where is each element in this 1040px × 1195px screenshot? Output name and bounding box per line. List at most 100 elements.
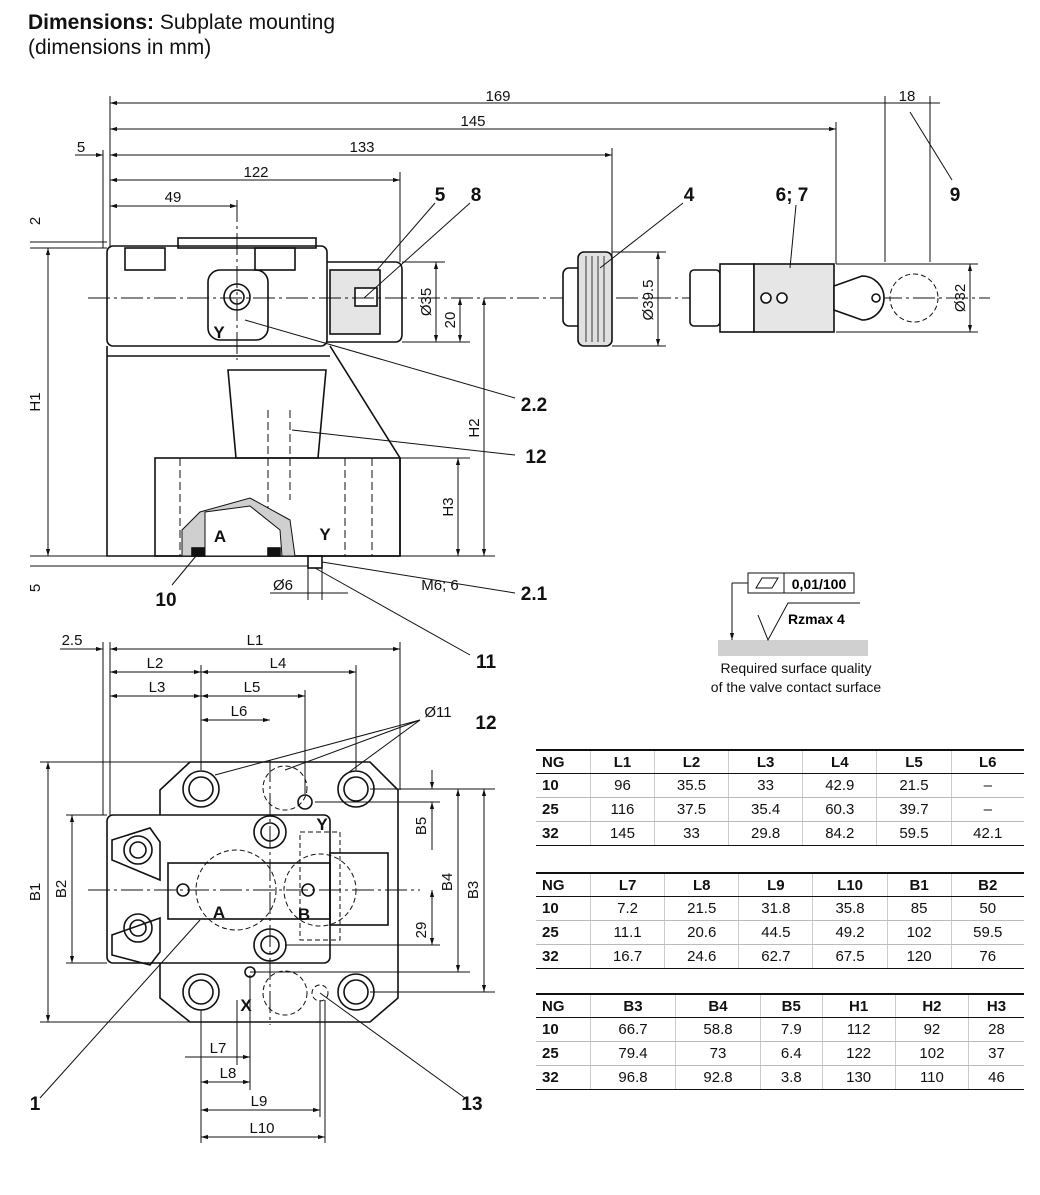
surface-note-1: Required surface quality: [721, 660, 872, 676]
table-cell: 28: [968, 1017, 1024, 1042]
table-cell: 32: [536, 944, 591, 969]
dim-5-bottom: 5: [27, 584, 44, 592]
table-cell: 10: [536, 896, 591, 921]
port-y-section: Y: [319, 525, 331, 544]
table-cell: 11.1: [589, 920, 665, 945]
table-header: NG: [536, 993, 591, 1018]
table-cell: 33: [653, 821, 729, 846]
heading-rest: Subplate mounting: [154, 11, 335, 34]
surface-quality: [718, 572, 868, 656]
knob67-key-hole: [871, 293, 881, 303]
table-header: L6: [950, 749, 1024, 774]
table-cell: 29.8: [728, 821, 803, 846]
table-cell: 102: [886, 920, 952, 945]
dim-b3: B3: [465, 881, 482, 899]
callout-2-2: 2.2: [521, 395, 547, 416]
dim-39-5: Ø39.5: [640, 280, 657, 321]
surface-note-2: of the valve contact surface: [711, 679, 882, 695]
mount-hole-tl-outer: [182, 770, 220, 808]
callout-13: 13: [461, 1094, 482, 1115]
table-header: NG: [536, 749, 591, 774]
table-cell: 76: [950, 944, 1024, 969]
table-cell: 31.8: [738, 896, 813, 921]
leader-9: [909, 111, 953, 181]
dim-5: 5: [77, 139, 85, 156]
leader-4: [599, 202, 684, 269]
dim-b5: B5: [413, 817, 430, 835]
table-cell: 44.5: [738, 920, 813, 945]
knob-pin: [354, 287, 378, 307]
flatness-leader: [732, 582, 748, 640]
dim-6: Ø6: [273, 577, 293, 594]
knob4-knurl: [585, 256, 605, 342]
leader-8: [363, 202, 471, 299]
table-cell: 39.7: [876, 797, 952, 822]
dim-l2: L2: [147, 655, 164, 672]
knob67-scale: [719, 263, 755, 333]
table-cell: 25: [536, 1041, 591, 1066]
flatness-icon: [755, 577, 779, 589]
adjust-knob-4: [562, 251, 613, 347]
head-top-plate: [177, 237, 317, 249]
top-dim-texts: 169 18 145 133 5 122 49 2 5 H1 H2 H3 Ø35…: [27, 88, 969, 594]
valve-footprint: [106, 814, 331, 964]
locking-cap: [327, 261, 403, 343]
port-y-plan: Y: [316, 815, 328, 834]
table-header: L1: [590, 749, 655, 774]
table-header: L5: [876, 749, 952, 774]
table-cell: 96.8: [590, 1065, 676, 1090]
table-header-row: NG L1 L2 L3 L4 L5 L6: [536, 749, 1024, 774]
bottom-port-texts: Y A B X: [213, 815, 328, 1015]
table-cell: 21.5: [876, 773, 952, 798]
dim-169: 169: [485, 88, 510, 105]
table-cell: 42.9: [802, 773, 877, 798]
side-view: [106, 237, 403, 569]
port-y-top: Y: [213, 323, 225, 342]
mount-hole-br-inner: [343, 979, 369, 1005]
table-cell: 35.4: [728, 797, 803, 822]
dim-49: 49: [165, 189, 182, 206]
table-cell: 33: [728, 773, 803, 798]
callout-10: 10: [155, 590, 176, 611]
mount-hole-tr-inner: [343, 776, 369, 802]
dim-l1: L1: [247, 632, 264, 649]
table-header: B5: [760, 993, 823, 1018]
dim-b1: B1: [27, 883, 44, 901]
dim-l9: L9: [251, 1093, 268, 1110]
knob67-key: [833, 275, 885, 321]
head-boss-left: [124, 247, 166, 271]
table-cell: 10: [536, 773, 591, 798]
callout-12-top: 12: [525, 447, 546, 468]
callout-12-bottom: 12: [475, 713, 496, 734]
table-cell: 16.7: [589, 944, 665, 969]
leader-1: [39, 919, 201, 1099]
valve-bolt-left2-inner: [129, 919, 147, 937]
table-cell: 58.8: [675, 1017, 761, 1042]
table-cell: 25: [536, 920, 591, 945]
dim-b2: B2: [53, 880, 70, 898]
plan-dim-lines: [39, 642, 495, 1143]
table-header: L3: [728, 749, 803, 774]
table-cell: 130: [821, 1065, 896, 1090]
flatness-value: 0,01/100: [792, 576, 847, 592]
table-header: B2: [950, 872, 1024, 897]
table-cell: 120: [886, 944, 952, 969]
dim-h3: H3: [440, 497, 457, 516]
table-cell: 116: [590, 797, 655, 822]
dim-l4: L4: [270, 655, 287, 672]
dim-133: 133: [349, 139, 374, 156]
table-cell: 37: [968, 1041, 1024, 1066]
dim-h2: H2: [466, 418, 483, 437]
leader-12: [291, 429, 516, 456]
leader-11a: [214, 719, 421, 776]
table-cell: 49.2: [812, 920, 888, 945]
callout-4: 4: [684, 185, 695, 206]
table-cell: 35.5: [653, 773, 729, 798]
dim-l7: L7: [210, 1040, 227, 1057]
